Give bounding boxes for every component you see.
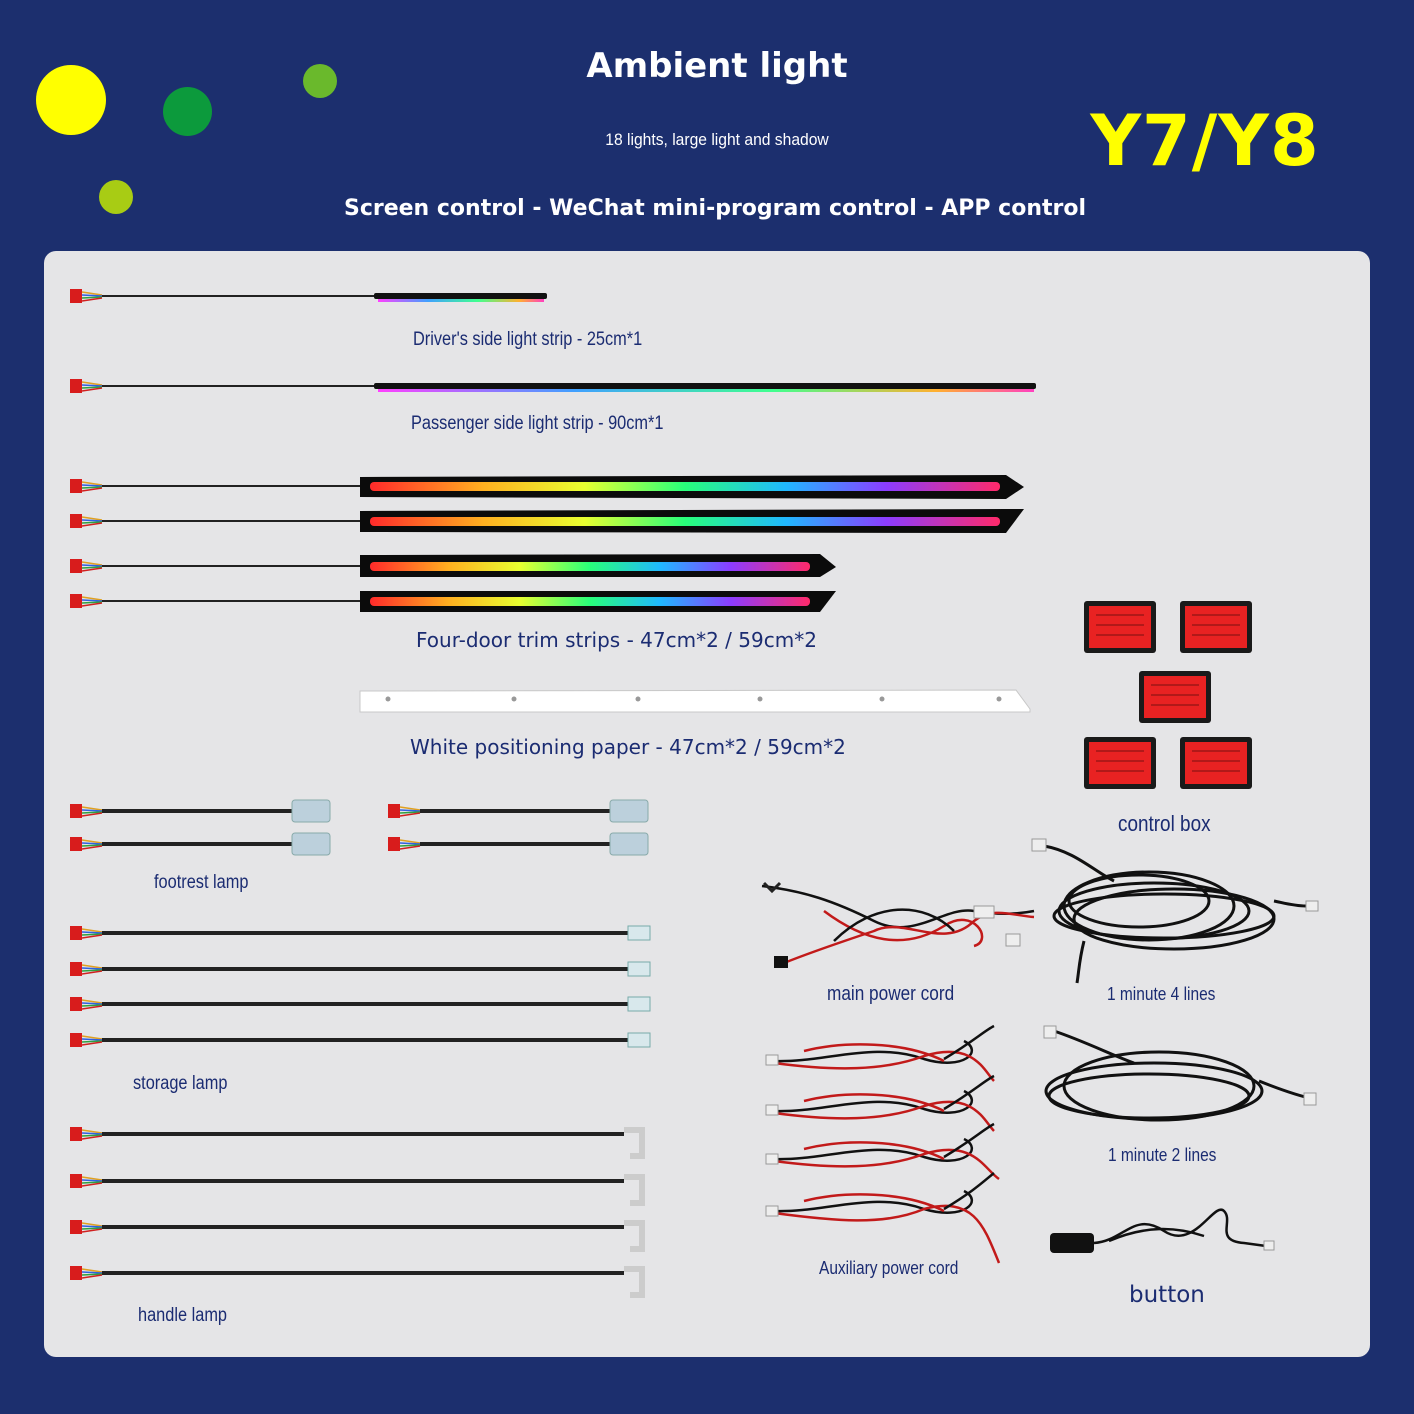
footrest-lamps xyxy=(69,799,649,856)
label-footrest-lamp: footrest lamp xyxy=(154,872,249,893)
model-badge: Y7/Y8 xyxy=(1090,100,1320,182)
label-passenger-strip: Passenger side light strip - 90cm*1 xyxy=(411,413,664,434)
label-four-lines: 1 minute 4 lines xyxy=(1107,984,1216,1004)
driver-side-strip xyxy=(69,288,547,304)
control-box-units xyxy=(1083,600,1253,790)
label-control-box: control box xyxy=(1118,811,1211,836)
page-subtitle: 18 lights, large light and shadow xyxy=(605,130,829,149)
label-button: button xyxy=(1129,1282,1205,1308)
decorative-dot-yellow xyxy=(36,65,106,135)
door-trim-strips xyxy=(69,475,1024,612)
decorative-dot-green xyxy=(163,87,212,136)
storage-lamps xyxy=(69,925,651,1048)
handle-lamps xyxy=(69,1126,645,1298)
label-auxiliary-power-cord: Auxiliary power cord xyxy=(819,1258,959,1278)
label-handle-lamp: handle lamp xyxy=(138,1305,228,1326)
product-illustration xyxy=(69,288,1319,1298)
two-line-harness xyxy=(1043,1025,1317,1122)
product-panel: Driver's side light strip - 25cm*1 Passe… xyxy=(44,251,1370,1357)
label-two-lines: 1 minute 2 lines xyxy=(1108,1145,1217,1165)
auxiliary-power-cords xyxy=(765,1024,1001,1264)
four-line-harness xyxy=(1005,838,1319,984)
label-main-power-cord: main power cord xyxy=(827,983,955,1005)
decorative-dot-lime xyxy=(99,180,133,214)
control-methods: Screen control - WeChat mini-program con… xyxy=(343,196,1087,221)
white-positioning-paper xyxy=(359,689,1031,713)
label-driver-strip: Driver's side light strip - 25cm*1 xyxy=(413,329,643,350)
passenger-side-strip xyxy=(69,378,1036,394)
label-positioning-paper: White positioning paper - 47cm*2 / 59cm*… xyxy=(410,735,846,759)
button-device xyxy=(1050,1208,1275,1253)
label-storage-lamp: storage lamp xyxy=(133,1073,228,1094)
main-power-cord xyxy=(761,881,1035,968)
label-door-trim: Four-door trim strips - 47cm*2 / 59cm*2 xyxy=(416,628,817,652)
page-title: Ambient light xyxy=(586,46,848,86)
decorative-dot-light-green xyxy=(303,64,337,98)
